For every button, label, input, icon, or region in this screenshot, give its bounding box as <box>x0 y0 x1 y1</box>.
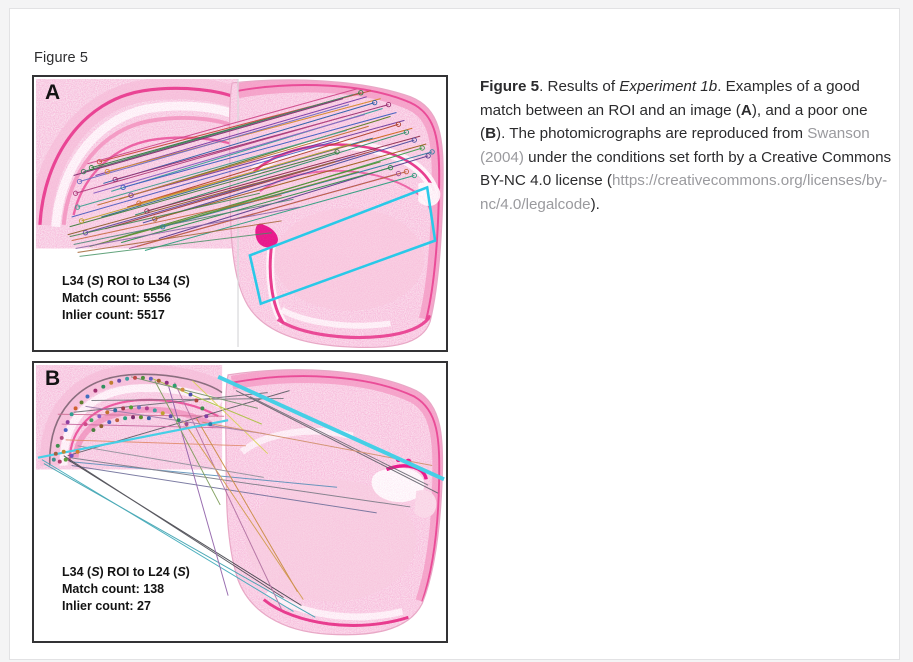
panel-a-roi-rectangle <box>248 185 437 306</box>
caption-text-4: ). The photomicrographs are reproduced f… <box>496 125 808 142</box>
panel-b-roi-label: L34 (S) ROI to L24 (S) <box>62 565 190 579</box>
panel-a-caption-block: L34 (S) ROI to L34 (S) Match count: 5556… <box>62 273 190 324</box>
caption-text-5: under the conditions set forth by a Crea… <box>480 148 892 190</box>
panel-a-roi-label: L34 (S) ROI to L34 (S) <box>62 274 190 288</box>
panel-a-image <box>34 77 446 350</box>
page-card: Figure 5 <box>9 8 900 660</box>
caption-ref-a: A <box>740 101 752 119</box>
panel-b-match-count: Match count: 138 <box>62 582 165 596</box>
caption-figure-number: Figure 5 <box>480 78 540 95</box>
caption-text-3: ), and a poor one ( <box>480 101 868 143</box>
license-url-link[interactable]: https://creativecommons.org/licenses/by-… <box>480 172 888 213</box>
caption-text-2: . Examples of a good match between an RO… <box>480 78 860 119</box>
panel-b-section-outline <box>225 369 444 636</box>
panel-b-roi-patch <box>35 364 223 470</box>
panel-a-match-lines <box>67 88 433 257</box>
panel-b-letter: B <box>45 367 61 390</box>
figure-caption: Figure 5. Results of Experiment 1b. Exam… <box>480 75 892 216</box>
panel-b-inlier-count: Inlier count: 27 <box>62 599 151 613</box>
caption-ref-b: B <box>485 125 497 142</box>
figure-label: Figure 5 <box>34 50 88 66</box>
figure-panels: A L34 (S) ROI to L34 (S) Match count: 55… <box>32 75 448 643</box>
figure-panel-b[interactable]: B L34 (S) ROI to L24 (S) Match count: 13… <box>32 361 448 643</box>
panel-b-image <box>34 363 446 641</box>
panel-b-cyan-lines <box>37 375 445 482</box>
panel-a-match-count: Match count: 5556 <box>62 291 172 305</box>
caption-text-6: ). <box>590 195 600 213</box>
panel-a-section-outline <box>229 79 444 349</box>
caption-text-1: . Results of <box>539 78 620 95</box>
panel-a-keypoints <box>72 90 435 236</box>
panel-b-keypoints <box>51 375 213 464</box>
panel-a-inlier-count: Inlier count: 5517 <box>62 308 165 322</box>
panel-a-letter: A <box>45 81 61 104</box>
figure-panel-a[interactable]: A L34 (S) ROI to L34 (S) Match count: 55… <box>32 75 448 352</box>
caption-experiment-name: Experiment 1b <box>619 78 718 95</box>
panel-b-caption-block: L34 (S) ROI to L24 (S) Match count: 138 … <box>62 564 190 615</box>
citation-link-swanson[interactable]: Swanson (2004) <box>480 125 870 166</box>
panel-b-section-image <box>225 369 443 635</box>
